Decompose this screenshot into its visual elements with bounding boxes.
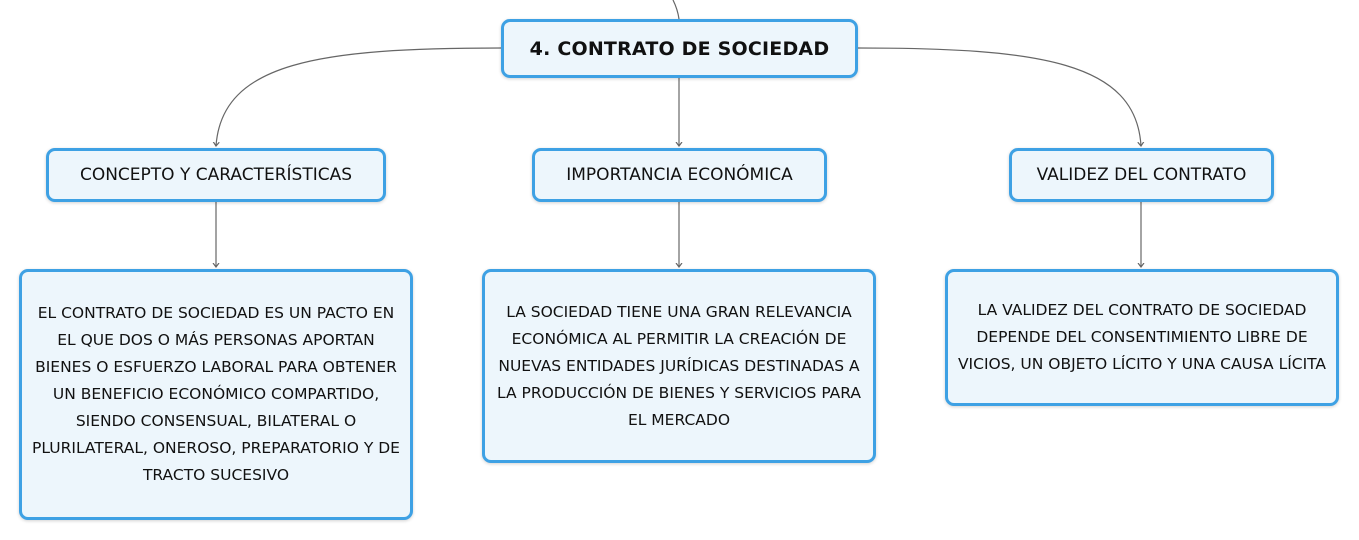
detail-node-validez[interactable]: LA VALIDEZ DEL CONTRATO DE SOCIEDAD DEPE… bbox=[945, 269, 1339, 406]
connector-root-to-concepto bbox=[216, 47, 502, 146]
connector-root-to-validez bbox=[857, 47, 1141, 146]
root-topic-label: 4. CONTRATO DE SOCIEDAD bbox=[529, 37, 830, 60]
branch-node-validez[interactable]: VALIDEZ DEL CONTRATO bbox=[1009, 148, 1274, 202]
connector-parent-to-root bbox=[672, 0, 680, 20]
detail-text-importancia: LA SOCIEDAD TIENE UNA GRAN RELEVANCIA EC… bbox=[496, 302, 862, 429]
branch-label-validez: VALIDEZ DEL CONTRATO bbox=[1036, 165, 1247, 185]
root-topic-node[interactable]: 4. CONTRATO DE SOCIEDAD bbox=[501, 19, 858, 78]
detail-text-concepto: EL CONTRATO DE SOCIEDAD ES UN PACTO EN E… bbox=[32, 304, 400, 484]
detail-node-concepto[interactable]: EL CONTRATO DE SOCIEDAD ES UN PACTO EN E… bbox=[19, 269, 413, 520]
branch-label-concepto: CONCEPTO Y CARACTERÍSTICAS bbox=[79, 165, 353, 185]
branch-node-concepto[interactable]: CONCEPTO Y CARACTERÍSTICAS bbox=[46, 148, 386, 202]
detail-text-validez: LA VALIDEZ DEL CONTRATO DE SOCIEDAD DEPE… bbox=[957, 301, 1327, 373]
branch-label-importancia: IMPORTANCIA ECONÓMICA bbox=[566, 165, 793, 185]
branch-node-importancia[interactable]: IMPORTANCIA ECONÓMICA bbox=[532, 148, 827, 202]
detail-node-importancia[interactable]: LA SOCIEDAD TIENE UNA GRAN RELEVANCIA EC… bbox=[482, 269, 876, 463]
